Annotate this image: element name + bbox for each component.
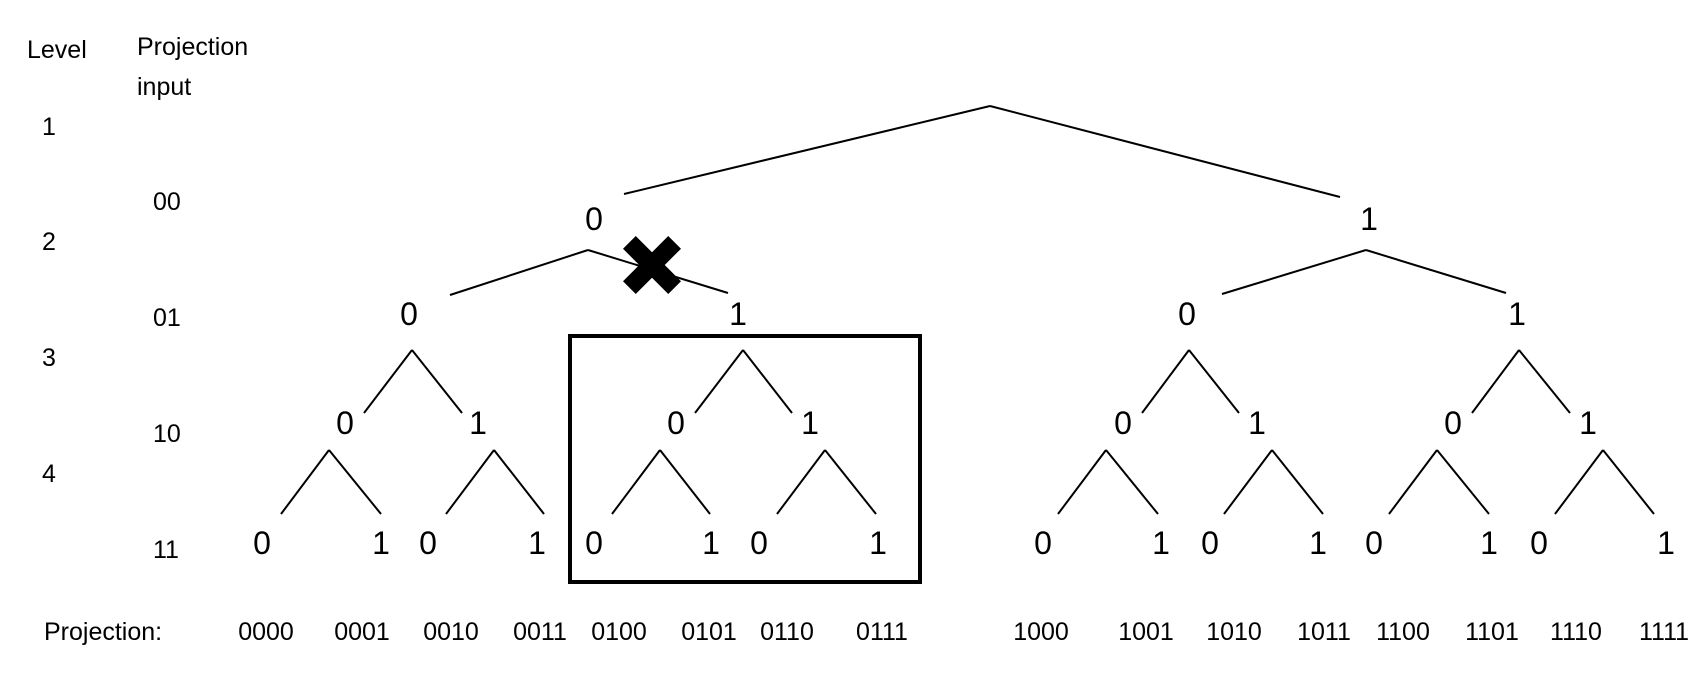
projection-input-header-line2: input	[137, 73, 191, 101]
tree-node: 1	[1248, 405, 1266, 441]
tree-node: 0	[585, 201, 603, 237]
leaf-node: 0	[419, 525, 437, 561]
projection-code: 1001	[1118, 618, 1174, 646]
projection-input-label: 10	[153, 420, 181, 448]
tree-node: 0	[1178, 296, 1196, 332]
projection-code: 1011	[1297, 618, 1351, 646]
projection-code: 1010	[1206, 618, 1262, 646]
tree-node: 1	[1579, 405, 1597, 441]
tree-edge	[363, 349, 413, 414]
projection-code: 0010	[423, 618, 479, 646]
tree-edge	[611, 449, 661, 515]
projection-input-header-line1: Projection	[137, 33, 248, 61]
tree-edge	[280, 449, 330, 515]
tree-edge	[989, 105, 1341, 198]
tree-edge	[1518, 349, 1571, 414]
leaf-node: 1	[869, 525, 887, 561]
leaf-node: 1	[1309, 525, 1327, 561]
tree-edge	[824, 449, 877, 515]
tree-node: 0	[1114, 405, 1132, 441]
tree-edge	[449, 249, 589, 296]
leaf-node: 0	[1530, 525, 1548, 561]
tree-edge	[1271, 449, 1324, 515]
highlight-box	[568, 334, 922, 584]
tree-edge	[1436, 449, 1490, 515]
tree-node: 1	[729, 296, 747, 332]
tree-node: 1	[801, 405, 819, 441]
level-label: 1	[42, 113, 56, 141]
level-label: 2	[42, 228, 56, 256]
tree-edge	[1141, 349, 1190, 414]
leaf-node: 1	[528, 525, 546, 561]
leaf-node: 0	[1201, 525, 1219, 561]
tree-edge	[1388, 449, 1438, 515]
tree-node: 1	[469, 405, 487, 441]
projection-code: 1000	[1013, 618, 1069, 646]
projection-code: 0000	[238, 618, 294, 646]
tree-edge	[1105, 449, 1159, 515]
tree-node: 0	[1444, 405, 1462, 441]
tree-edge	[1602, 449, 1655, 515]
level-label: 3	[42, 344, 56, 372]
leaf-node: 0	[1365, 525, 1383, 561]
projection-code: 0011	[513, 618, 567, 646]
tree-node: 0	[336, 405, 354, 441]
tree-edge	[411, 349, 463, 414]
tree-node: 1	[1360, 201, 1378, 237]
tree-edge	[1554, 449, 1604, 515]
tree-edge	[328, 449, 382, 515]
tree-edge	[445, 449, 495, 515]
tree-edge	[1057, 449, 1107, 515]
tree-edge	[659, 449, 711, 515]
tree-edge	[623, 105, 991, 195]
leaf-node: 1	[1657, 525, 1675, 561]
leaf-node: 1	[1152, 525, 1170, 561]
projection-code: 0101	[681, 618, 737, 646]
leaf-node: 1	[702, 525, 720, 561]
projection-code: 1101	[1465, 618, 1519, 646]
projection-input-label: 01	[153, 304, 181, 332]
leaf-node: 0	[253, 525, 271, 561]
leaf-node: 0	[585, 525, 603, 561]
leaf-node: 0	[750, 525, 768, 561]
projection-label: Projection:	[44, 618, 162, 646]
projection-code: 1100	[1376, 618, 1430, 646]
leaf-node: 1	[372, 525, 390, 561]
projection-code: 1111	[1639, 618, 1689, 646]
tree-node: 1	[1508, 296, 1526, 332]
projection-input-label: 11	[153, 536, 179, 564]
tree-edge	[1365, 249, 1507, 294]
projection-code: 0001	[334, 618, 390, 646]
level-label: 4	[42, 460, 56, 488]
tree-edge	[776, 449, 826, 515]
leaf-node: 0	[1034, 525, 1052, 561]
leaf-node: 1	[1480, 525, 1498, 561]
x-mark-icon	[623, 236, 681, 294]
projection-code: 1110	[1550, 618, 1602, 646]
tree-edge	[493, 449, 545, 515]
tree-edge	[1221, 249, 1367, 295]
tree-edge	[1223, 449, 1273, 515]
tree-edge	[694, 349, 744, 414]
tree-edge	[1188, 349, 1240, 414]
level-header: Level	[27, 36, 87, 64]
tree-edge	[742, 349, 793, 414]
projection-input-label: 00	[153, 188, 181, 216]
projection-code: 0100	[591, 618, 647, 646]
projection-code: 0111	[856, 618, 908, 646]
tree-node: 0	[667, 405, 685, 441]
tree-node: 0	[400, 296, 418, 332]
tree-edge	[1471, 349, 1520, 414]
projection-code: 0110	[760, 618, 814, 646]
